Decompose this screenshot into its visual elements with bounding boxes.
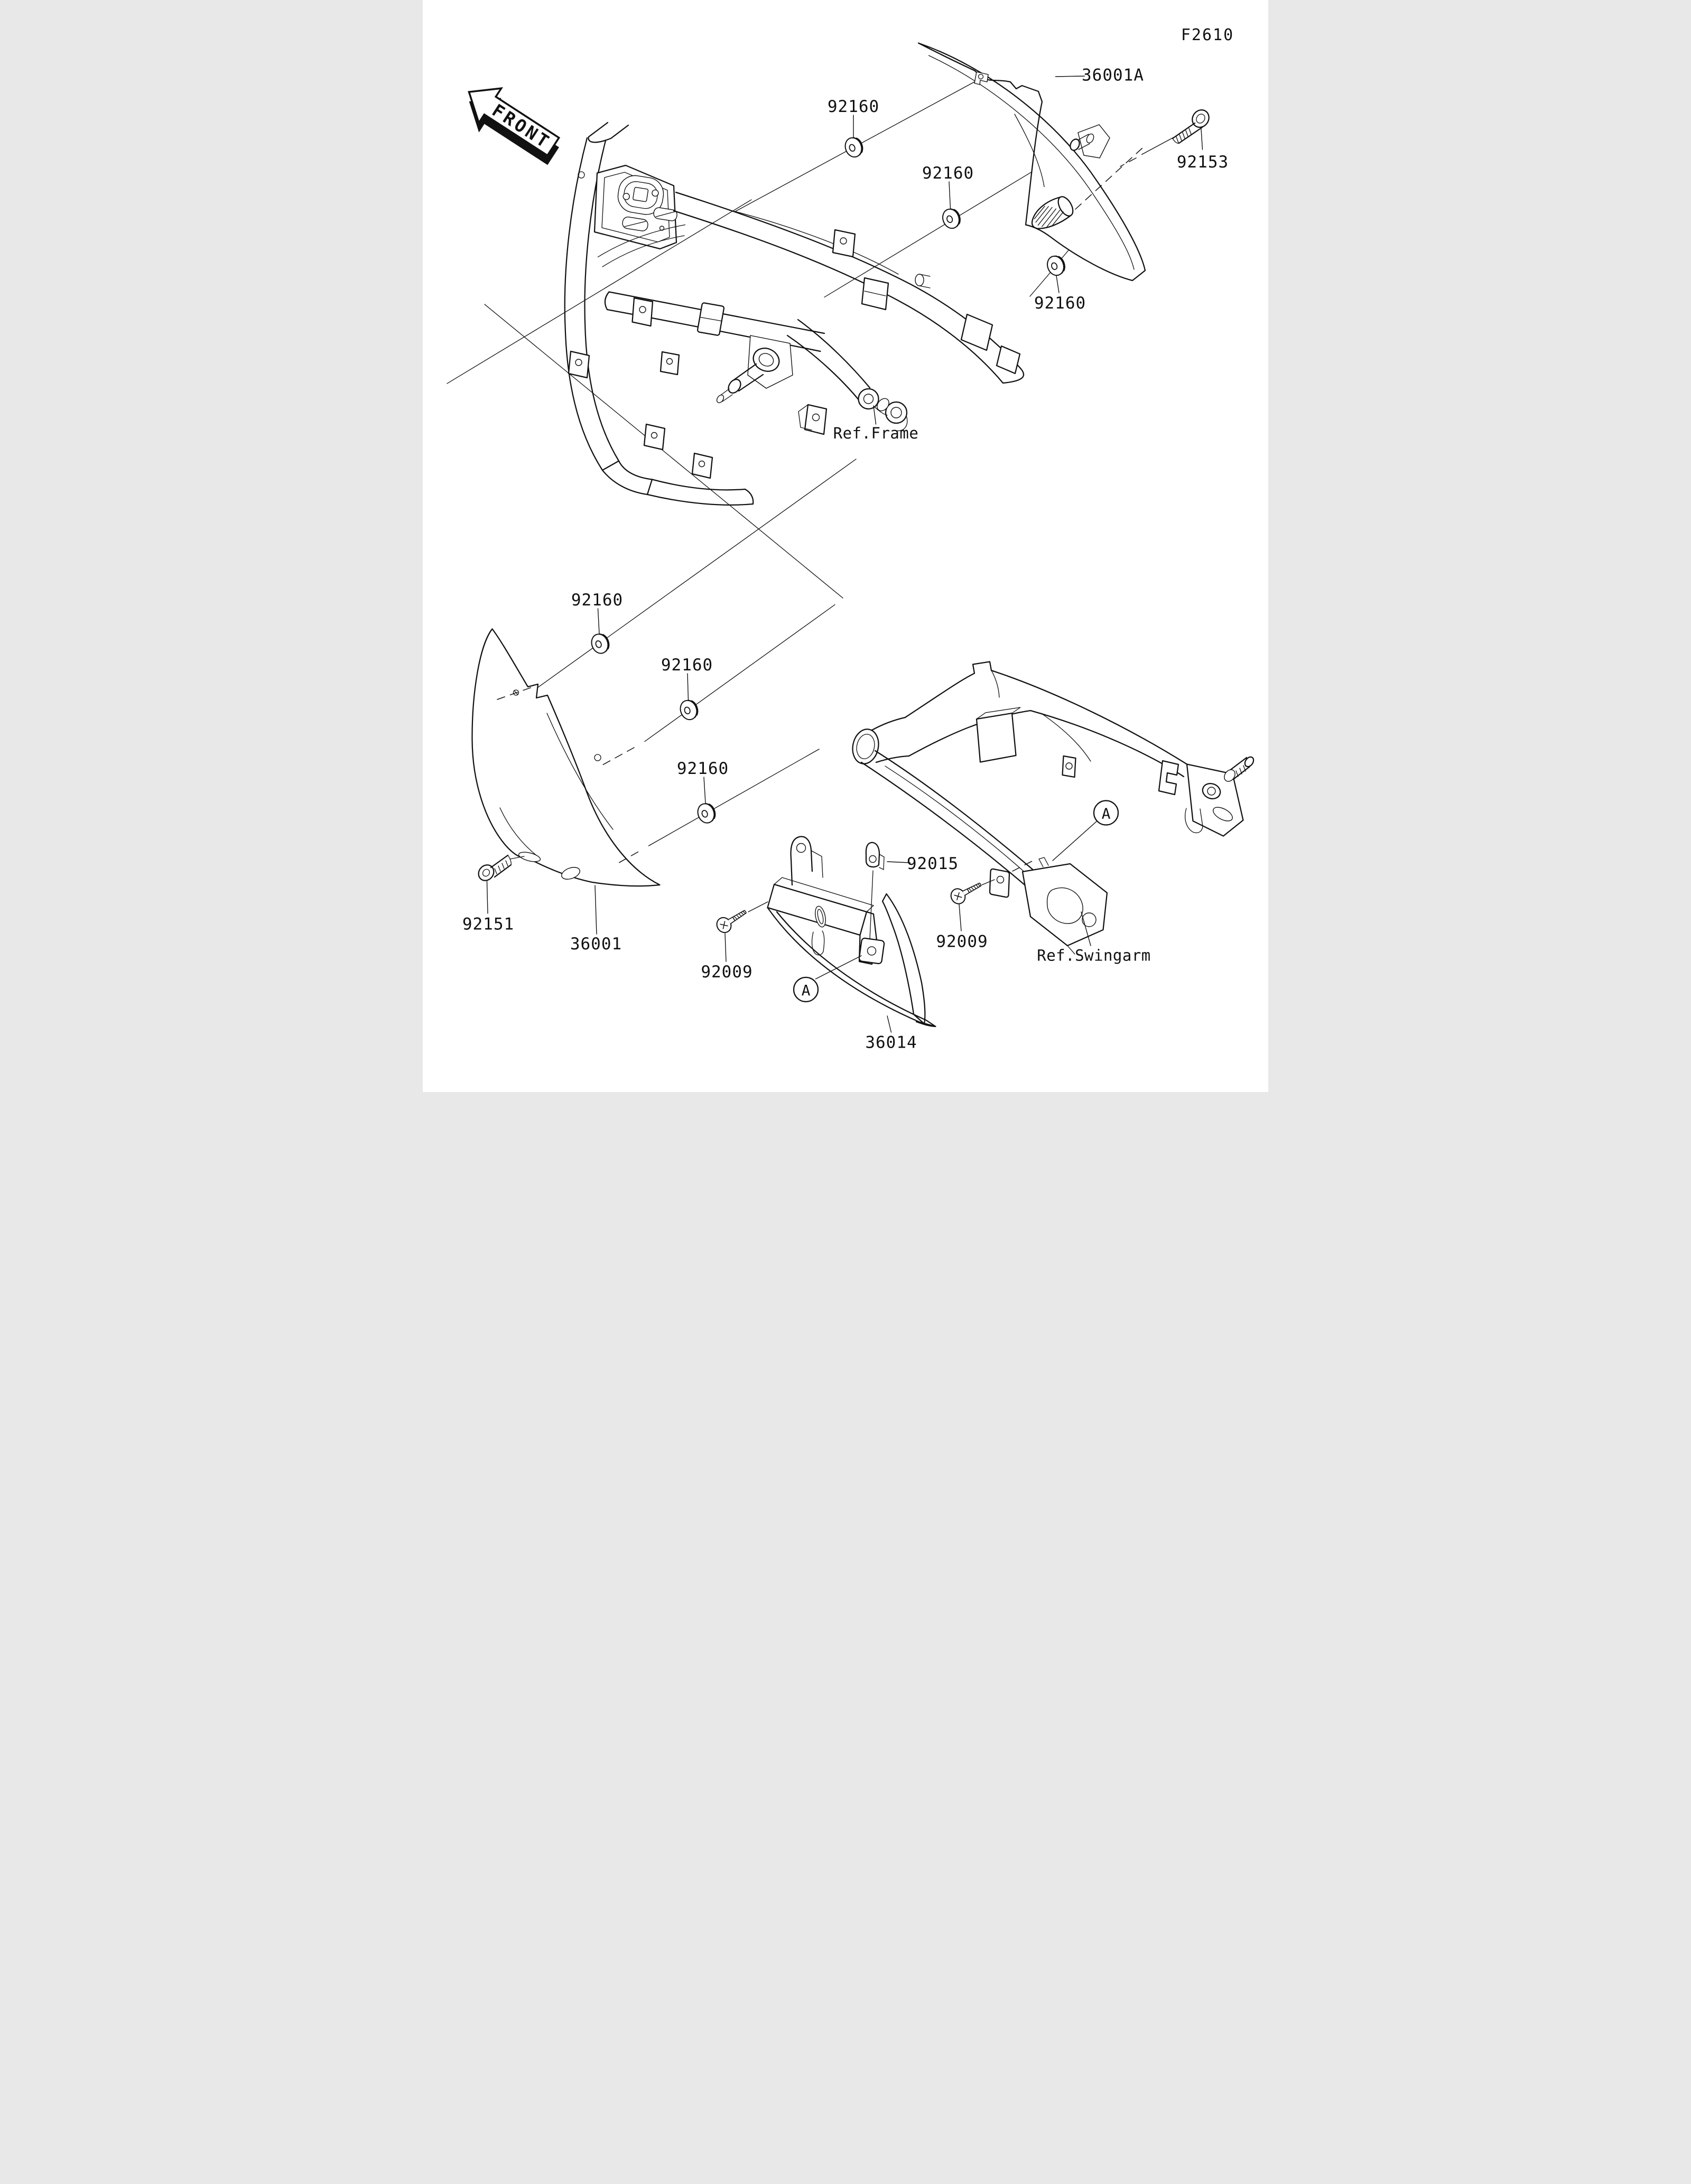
bolt-92153 bbox=[1120, 109, 1210, 167]
grommet-1 bbox=[842, 134, 866, 160]
grommet-5 bbox=[677, 697, 701, 723]
bolt-92151 bbox=[478, 854, 525, 881]
callout-92153: 92153 bbox=[1177, 153, 1229, 172]
callout-36014: 36014 bbox=[865, 1033, 917, 1052]
parts-diagram-sheet: A A F2610 36001A 92160 92160 92153 92160… bbox=[423, 0, 1268, 1092]
damper-92015 bbox=[865, 842, 885, 940]
callout-92160-5: 92160 bbox=[661, 656, 713, 675]
grommet-3 bbox=[1044, 253, 1068, 278]
callout-92160-4: 92160 bbox=[571, 591, 623, 610]
front-direction-arrow: FRONT bbox=[468, 87, 561, 165]
fasteners bbox=[478, 109, 1210, 940]
callout-92160-1: 92160 bbox=[828, 97, 879, 116]
callout-92009-1: 92009 bbox=[701, 963, 752, 982]
callout-92015: 92015 bbox=[907, 854, 959, 873]
callout-92151: 92151 bbox=[462, 915, 514, 934]
detail-marker-a-2: A bbox=[1093, 800, 1119, 826]
grommet-2 bbox=[940, 206, 963, 231]
detail-marker-a-1-label: A bbox=[802, 982, 811, 999]
callout-92160-2: 92160 bbox=[922, 164, 974, 183]
side-cover-left bbox=[471, 628, 661, 887]
screw-92009-rear bbox=[947, 877, 985, 907]
callout-92160-6: 92160 bbox=[677, 759, 729, 778]
swingarm-assembly bbox=[811, 661, 1255, 956]
detail-marker-a-1: A bbox=[793, 976, 819, 1003]
callout-labels: F2610 36001A 92160 92160 92153 92160 Ref… bbox=[462, 26, 1234, 1052]
diagram-code: F2610 bbox=[1181, 26, 1234, 44]
callout-36001: 36001 bbox=[570, 935, 622, 954]
side-cover-right bbox=[917, 42, 1146, 282]
callout-92160-3: 92160 bbox=[1034, 294, 1086, 313]
leader-lines bbox=[486, 76, 1203, 1033]
callout-92009-2: 92009 bbox=[936, 932, 988, 951]
grommet-4 bbox=[588, 631, 612, 657]
chain-cover bbox=[767, 836, 936, 1028]
grommet-6 bbox=[694, 800, 719, 826]
assembly-axis-lines bbox=[447, 78, 1075, 846]
callout-36001A: 36001A bbox=[1082, 66, 1144, 85]
callout-ref-swingarm: Ref.Swingarm bbox=[1037, 947, 1151, 965]
screw-92009-front bbox=[713, 904, 750, 936]
frame-assembly bbox=[564, 122, 1025, 506]
callout-ref-frame: Ref.Frame bbox=[833, 424, 919, 442]
detail-marker-a-2-label: A bbox=[1102, 805, 1111, 823]
